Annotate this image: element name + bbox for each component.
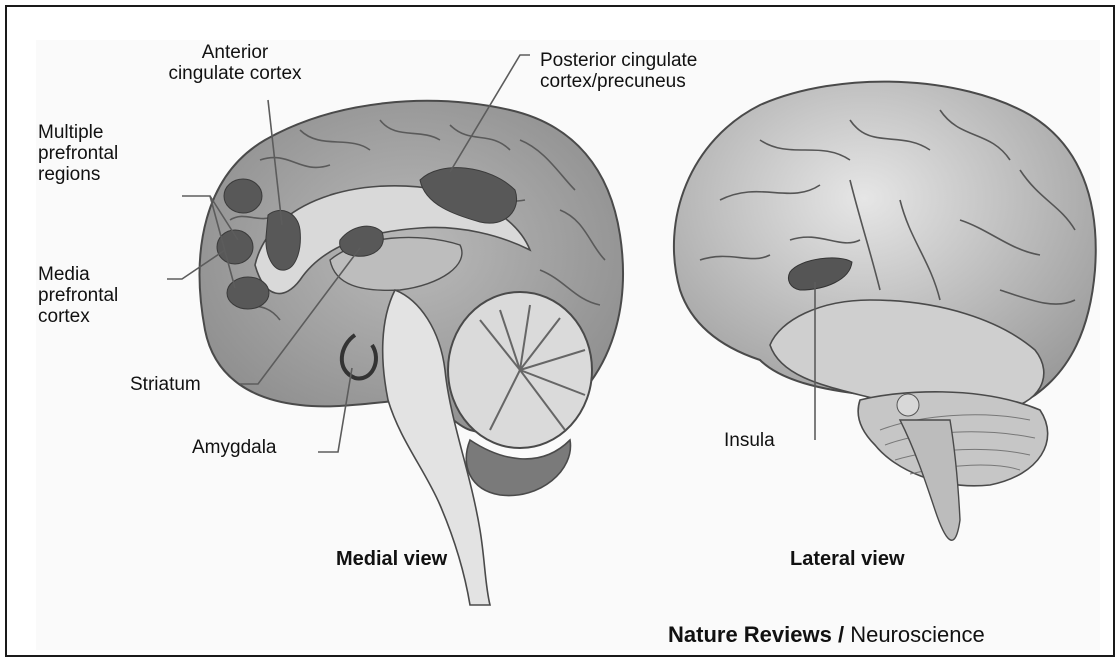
label-media-prefrontal-cortex: Media prefrontal cortex bbox=[38, 264, 118, 327]
label-amygdala: Amygdala bbox=[192, 437, 277, 458]
label-posterior-cingulate-cortex: Posterior cingulate cortex/precuneus bbox=[540, 50, 697, 92]
caption-medial-view: Medial view bbox=[336, 548, 447, 571]
credit-journal: Nature Reviews bbox=[668, 622, 832, 647]
anterior-cingulate-region bbox=[266, 210, 300, 270]
multiple-prefrontal-region-1 bbox=[224, 179, 262, 213]
label-striatum: Striatum bbox=[130, 374, 201, 395]
label-anterior-cingulate-cortex: Anterior cingulate cortex bbox=[130, 42, 340, 84]
credit-separator: / bbox=[832, 622, 850, 647]
caption-lateral-view: Lateral view bbox=[790, 548, 905, 571]
credit-field: Neuroscience bbox=[850, 622, 985, 647]
pons bbox=[897, 394, 919, 416]
source-credit: Nature Reviews / Neuroscience bbox=[668, 622, 985, 648]
label-insula: Insula bbox=[724, 430, 775, 451]
label-multiple-prefrontal-regions: Multiple prefrontal regions bbox=[38, 122, 118, 185]
